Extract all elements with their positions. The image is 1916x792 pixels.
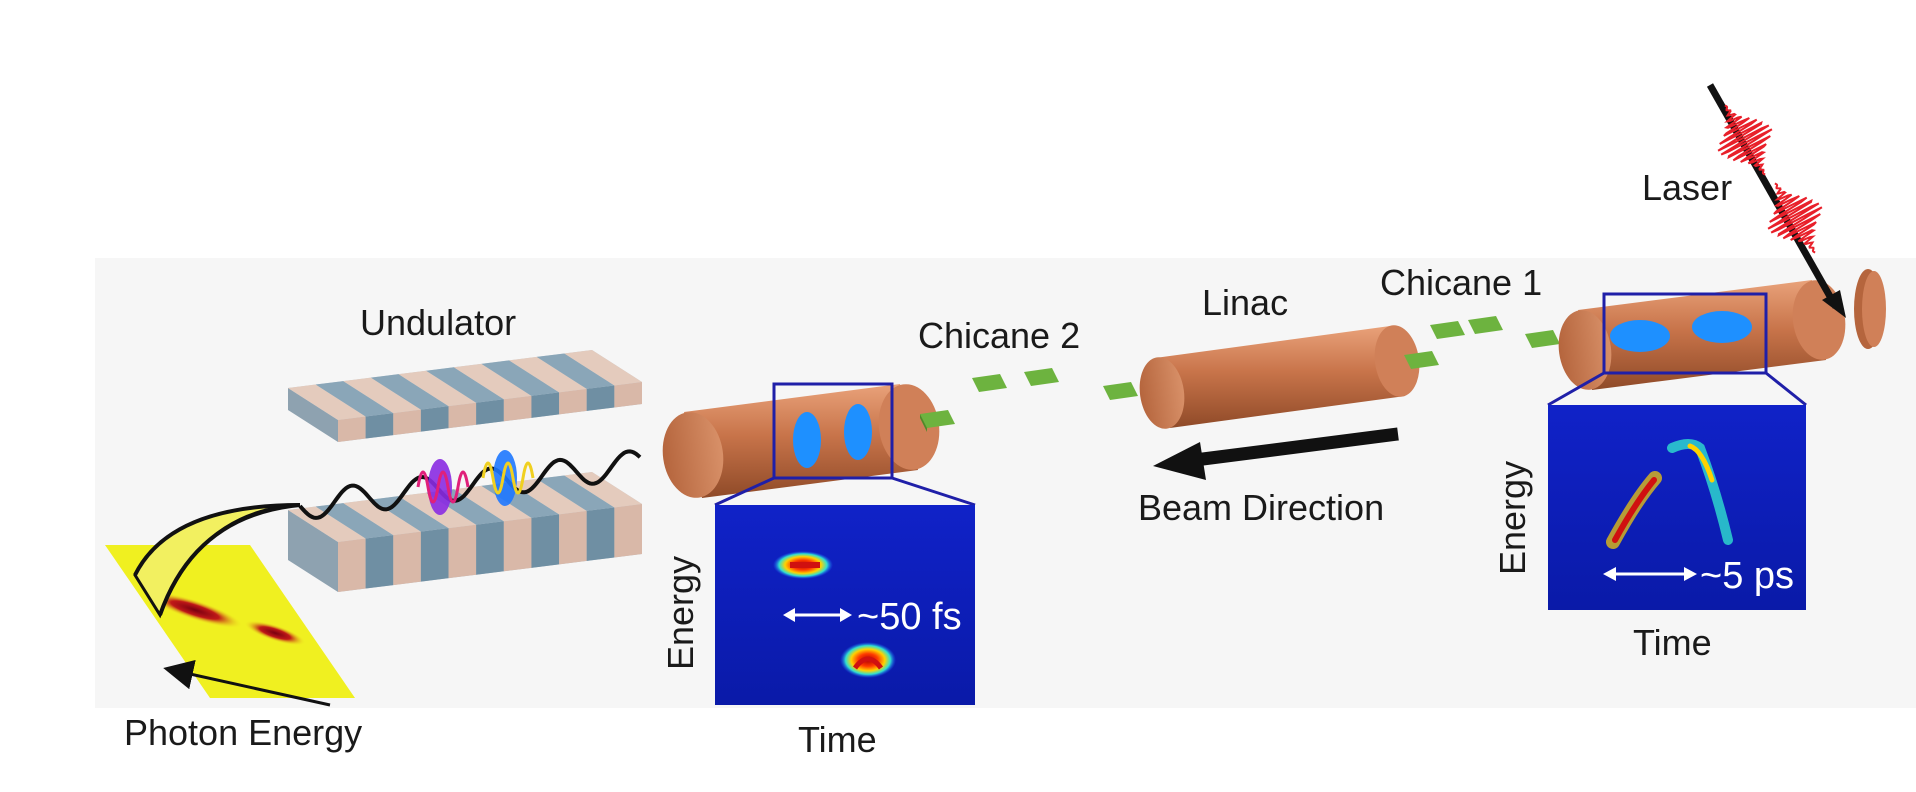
undulator-pole-top bbox=[536, 353, 615, 389]
undulator-pole bbox=[448, 402, 477, 429]
undulator-pole bbox=[559, 388, 587, 415]
undulator-pole bbox=[448, 524, 477, 579]
undulator-pole bbox=[614, 382, 642, 408]
undulator-pole bbox=[420, 406, 449, 432]
undulator-pole bbox=[531, 514, 560, 568]
inset-left-ylabel: Energy bbox=[660, 556, 701, 670]
undulator-pole-top bbox=[481, 360, 560, 396]
undulator-pole bbox=[393, 531, 421, 586]
undulator-pole-top bbox=[370, 496, 449, 532]
cathode-disk bbox=[1854, 269, 1886, 349]
linac bbox=[1139, 325, 1420, 429]
undulator-pole bbox=[365, 535, 394, 589]
radiation-pulses bbox=[416, 450, 535, 515]
undulator-pole bbox=[393, 409, 421, 436]
undulator-pole bbox=[338, 538, 366, 592]
laser-label: Laser bbox=[1642, 167, 1732, 208]
inset-right-ylabel: Energy bbox=[1492, 461, 1533, 575]
undulator-pole bbox=[614, 504, 642, 558]
beam-direction-label: Beam Direction bbox=[1138, 487, 1384, 528]
undulator-pole bbox=[420, 528, 449, 582]
undulator-pole bbox=[531, 392, 560, 418]
undulator-pole-top bbox=[288, 384, 366, 420]
undulator-pole-top bbox=[398, 370, 477, 407]
undulator-label: Undulator bbox=[360, 302, 516, 343]
chicane-1-label: Chicane 1 bbox=[1380, 262, 1542, 303]
undulator-pole-top bbox=[564, 350, 642, 386]
chicane-1-magnets bbox=[1404, 316, 1560, 369]
bunches-right bbox=[1610, 311, 1752, 352]
inset-right-annotation: ~5 ps bbox=[1700, 555, 1794, 597]
undulator-pole bbox=[365, 413, 394, 439]
laser-pulse bbox=[1767, 182, 1823, 254]
electron-trajectory bbox=[298, 449, 642, 520]
undulator-pole bbox=[559, 510, 587, 565]
undulator-pole bbox=[476, 521, 504, 575]
inset-right: ~5 ps bbox=[1548, 405, 1806, 610]
zoom-box-left bbox=[772, 382, 894, 480]
zoom-box-right bbox=[1602, 292, 1768, 375]
photon-energy-arrow bbox=[163, 659, 331, 707]
photon-energy-label: Photon Energy bbox=[124, 712, 362, 753]
undulator-pole-top bbox=[453, 363, 532, 400]
chicane-2-magnets bbox=[920, 368, 1138, 432]
undulator-pole-top bbox=[315, 503, 394, 539]
inset-left-xlabel: Time bbox=[798, 719, 877, 760]
undulator-pole bbox=[503, 517, 532, 572]
undulator-pole bbox=[586, 507, 615, 561]
undulator-pole bbox=[586, 385, 615, 411]
undulator-pole bbox=[476, 399, 504, 425]
undulator-pole-top bbox=[426, 367, 504, 403]
beam-direction-arrow bbox=[1153, 427, 1399, 480]
undulator-pole-top bbox=[509, 356, 587, 393]
bunches-left bbox=[793, 404, 872, 468]
undulator-pole-top bbox=[343, 377, 421, 414]
undulator bbox=[288, 350, 642, 592]
undulator-pole-top bbox=[343, 499, 421, 536]
undulator-pole-top bbox=[315, 381, 394, 417]
chicane-2-label: Chicane 2 bbox=[918, 315, 1080, 356]
undulator-pole-top bbox=[453, 485, 532, 522]
inset-left: ~50 fs bbox=[715, 505, 975, 705]
linac-label: Linac bbox=[1202, 282, 1288, 323]
undulator-pole-top bbox=[536, 475, 615, 511]
laser-beam bbox=[1706, 83, 1840, 309]
undulator-pole bbox=[503, 395, 532, 422]
undulator-pole-top bbox=[509, 478, 587, 515]
undulator-pole bbox=[338, 416, 366, 442]
undulator-pole-top bbox=[370, 374, 449, 410]
inset-left-annotation: ~50 fs bbox=[857, 596, 962, 638]
laser-pulse bbox=[1717, 104, 1773, 176]
inset-right-xlabel: Time bbox=[1633, 622, 1712, 663]
laser-pulses bbox=[1717, 104, 1823, 254]
